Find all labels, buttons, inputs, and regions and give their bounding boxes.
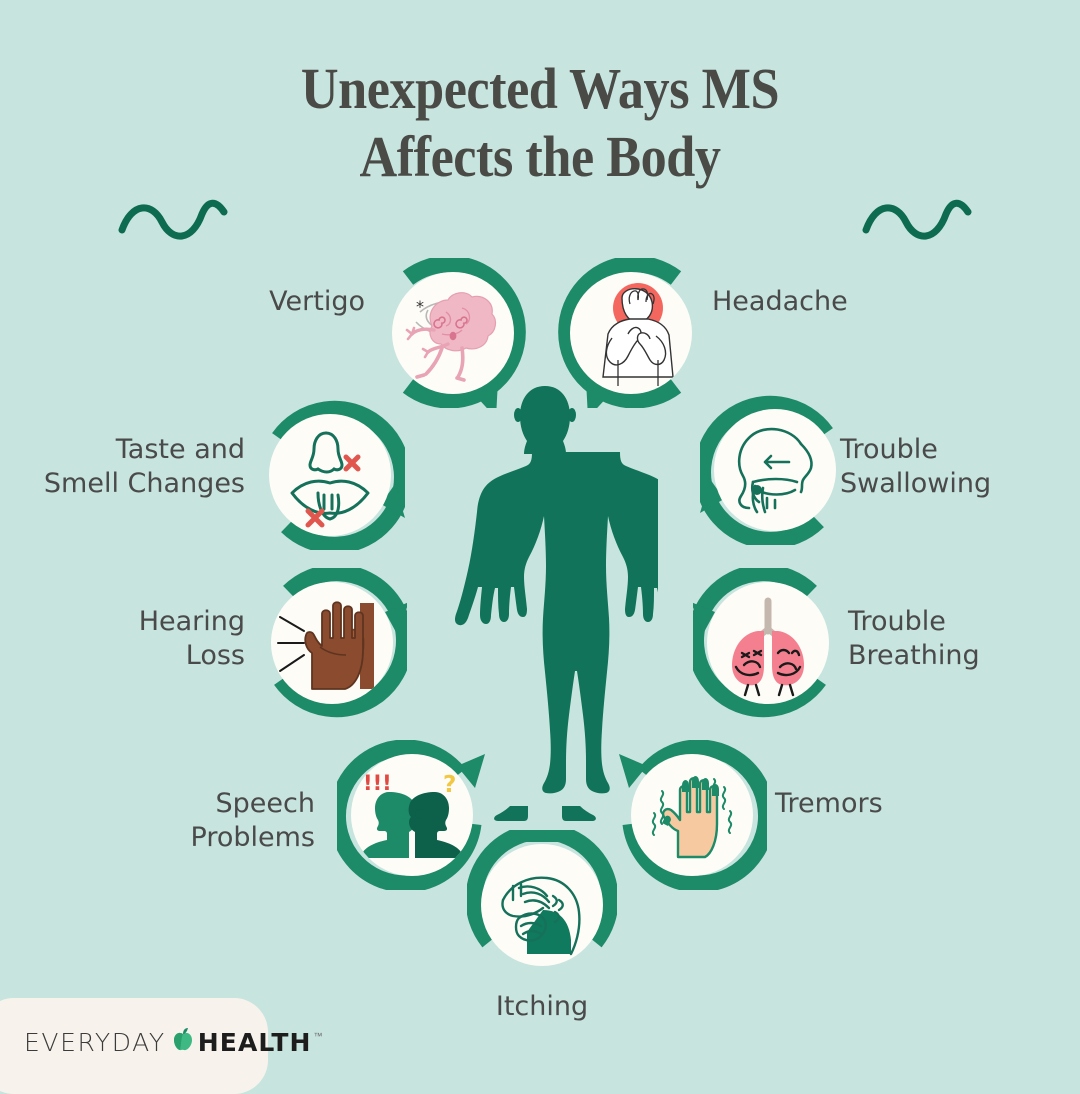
label-vertigo: Vertigo — [269, 286, 365, 317]
node-ring-speech-problems — [337, 740, 485, 890]
node-ring-vertigo — [402, 258, 526, 408]
label-trouble-breathing: Trouble Breathing — [848, 606, 980, 672]
node-ring-hearing-loss — [274, 568, 407, 718]
head-throat-arrow-icon — [714, 409, 836, 531]
svg-text:?: ? — [443, 772, 456, 798]
node-vertigo[interactable]: * * — [378, 258, 528, 408]
title-line-1: Unexpected Ways MS — [300, 56, 780, 121]
hand-cupping-ear-icon — [271, 582, 393, 704]
scratching-arm-icon — [481, 844, 603, 966]
label-tremors: Tremors — [775, 788, 883, 819]
green-apple-icon — [172, 1028, 194, 1057]
node-ring-headache — [558, 258, 682, 408]
wave-decoration-left — [118, 196, 230, 249]
node-headache[interactable] — [556, 258, 706, 408]
node-ring-tremors — [619, 740, 767, 890]
node-ring-taste-smell — [272, 400, 405, 550]
label-taste-smell: Taste and Smell Changes — [43, 434, 245, 500]
person-headache-icon — [570, 272, 692, 394]
node-ring-itching — [467, 830, 617, 948]
node-hearing-loss[interactable] — [257, 568, 407, 718]
nose-mouth-x-icon — [269, 414, 391, 536]
label-trouble-swallowing: Trouble Swallowing — [840, 434, 992, 500]
everyday-health-logo[interactable]: EVERYDAY HEALTH ™ — [24, 1028, 323, 1057]
node-ring-trouble-breathing — [693, 568, 826, 718]
node-itching[interactable] — [467, 830, 617, 980]
human-body-silhouette — [432, 382, 697, 827]
footer-logo-panel: EVERYDAY HEALTH ™ — [0, 998, 323, 1094]
wave-decoration-right — [862, 196, 974, 249]
label-headache: Headache — [712, 286, 848, 317]
two-heads-talking-icon: !!! ? — [351, 754, 473, 876]
node-tremors[interactable] — [617, 740, 767, 890]
node-speech-problems[interactable]: !!! ? — [337, 740, 487, 890]
sad-lungs-icon — [707, 582, 829, 704]
svg-text:!!!: !!! — [363, 771, 392, 795]
node-ring-trouble-swallowing — [700, 395, 833, 545]
svg-text:*: * — [416, 297, 424, 316]
page-title: Unexpected Ways MS Affects the Body — [54, 55, 1026, 192]
label-speech-problems: Speech Problems — [190, 788, 315, 854]
node-trouble-breathing[interactable] — [693, 568, 843, 718]
dizzy-brain-icon: * * — [392, 272, 514, 394]
node-trouble-swallowing[interactable] — [700, 395, 850, 545]
brand-everyday: EVERYDAY — [24, 1028, 166, 1057]
label-hearing-loss: Hearing Loss — [138, 606, 245, 672]
brand-health: HEALTH — [197, 1028, 312, 1057]
label-itching: Itching — [495, 991, 589, 1022]
node-taste-smell[interactable] — [255, 400, 405, 550]
trademark-symbol: ™ — [313, 1031, 323, 1041]
shaking-hand-icon — [631, 754, 753, 876]
title-line-2: Affects the Body — [359, 124, 721, 190]
